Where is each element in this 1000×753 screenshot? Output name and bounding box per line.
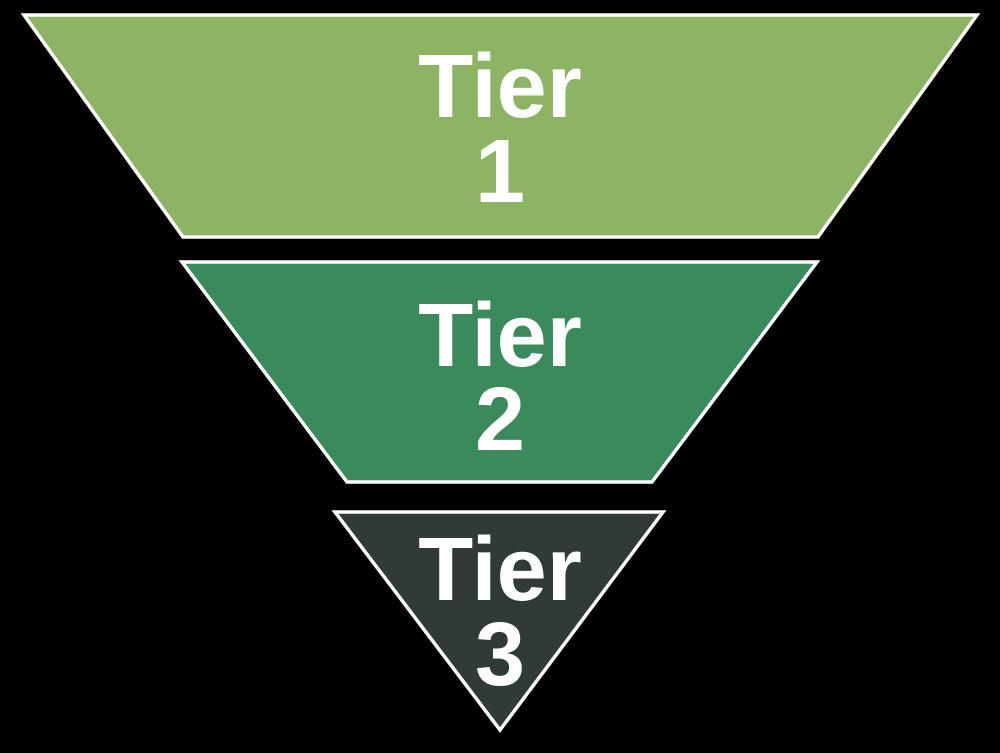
tier-labels: Tier 1 Tier 2 Tier 3 xyxy=(418,37,581,705)
tier-2-label: Tier xyxy=(418,286,581,386)
tier-shapes xyxy=(20,13,981,733)
tier-3-shape xyxy=(331,510,667,733)
tier-2-shape xyxy=(178,260,821,484)
tier-3-number: 3 xyxy=(475,605,525,705)
tier-1-shape xyxy=(20,13,981,239)
tier-1-label: Tier xyxy=(418,37,581,137)
tier-3-label: Tier xyxy=(418,520,581,620)
tier-2-number: 2 xyxy=(475,370,525,470)
tier-1-number: 1 xyxy=(475,122,525,222)
